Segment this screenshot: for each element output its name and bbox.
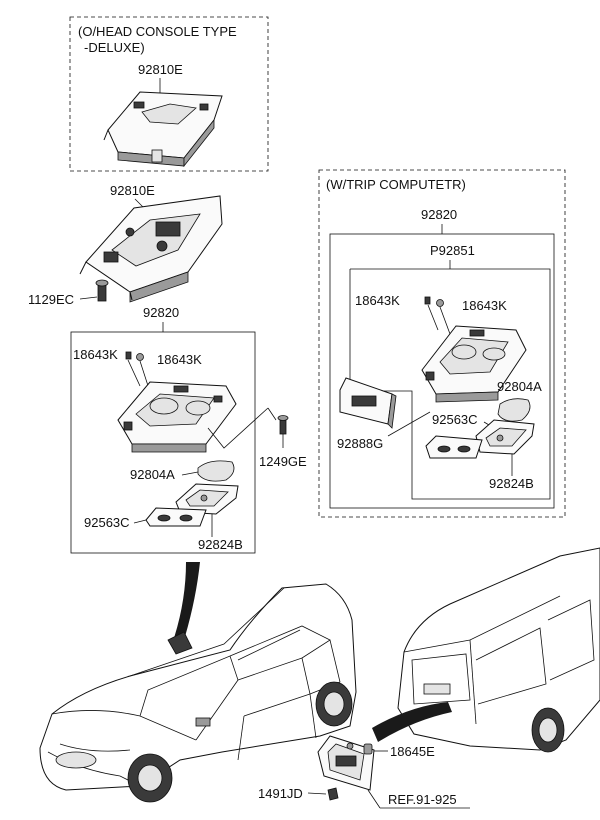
bulb-18643k-std-a	[125, 351, 132, 360]
bulb-18643k-std-b	[136, 353, 144, 361]
label-92804a-trip: 92804A	[497, 379, 542, 394]
label-92824b-trip: 92824B	[489, 476, 534, 491]
trip-lamp-housing	[421, 325, 527, 403]
rear-lamp-section: 18645E 1491JD REF.91-925	[258, 735, 470, 809]
lens-cover-92824b-trip	[475, 419, 535, 455]
bolt-1129ec	[95, 279, 109, 302]
deluxe-dashed-box	[69, 16, 269, 172]
lens-92804a-trip	[497, 398, 531, 422]
bezel-92563c-trip	[425, 435, 483, 459]
bulb-18643k-trip-b	[436, 299, 444, 307]
label-92888g: 92888G	[337, 436, 383, 451]
label-92563c-trip: 92563C	[432, 412, 478, 427]
label-1249ge: 1249GE	[259, 454, 307, 469]
pointer-arrow-to-tailgate	[372, 702, 452, 742]
vehicle-rear-view	[372, 547, 600, 753]
label-18643k-std-b: 18643K	[157, 352, 202, 367]
trip-computer-module-92888g	[339, 377, 397, 429]
label-92810e-standard: 92810E	[110, 183, 155, 198]
label-92804a-std: 92804A	[130, 467, 175, 482]
screw-1249ge	[277, 415, 289, 435]
label-18643k-trip-a: 18643K	[355, 293, 400, 308]
clip-1491jd	[327, 787, 339, 801]
deluxe-title-line2: -DELUXE)	[84, 40, 145, 55]
label-18643k-trip-b: 18643K	[462, 298, 507, 313]
label-ref-91-925: REF.91-925	[388, 792, 457, 807]
rear-lamp-housing	[317, 735, 375, 791]
bezel-92563c-std	[145, 507, 207, 527]
label-92820-trip: 92820	[421, 207, 457, 222]
trip-dashed-box	[318, 169, 566, 518]
label-92563c-std: 92563C	[84, 515, 130, 530]
console-bracket	[79, 195, 223, 303]
pointer-arrow-to-roof	[174, 562, 200, 640]
lens-92804a-std	[197, 460, 235, 482]
deluxe-console-bracket	[103, 91, 223, 168]
label-18643k-std-a: 18643K	[73, 347, 118, 362]
label-1129ec: 1129EC	[28, 292, 74, 307]
label-p92851: P92851	[430, 243, 475, 258]
label-92820-standard: 92820	[143, 305, 179, 320]
lens-cover-92824b-std	[175, 483, 239, 515]
label-18645e: 18645E	[390, 744, 435, 759]
label-1491jd: 1491JD	[258, 786, 303, 801]
bulb-18645e	[363, 743, 373, 755]
deluxe-console-section: (O/HEAD CONSOLE TYPE -DELUXE) 92810E	[69, 16, 269, 172]
standard-console-section: 92820 18643K 18643K 1249GE	[70, 305, 307, 554]
trip-title: (W/TRIP COMPUTETR)	[326, 177, 466, 192]
trip-computer-section: (W/TRIP COMPUTETR) 92820 P92851 18643K 1…	[318, 169, 566, 518]
bulb-18643k-trip-a	[424, 296, 431, 305]
label-92810e-deluxe: 92810E	[138, 62, 183, 77]
vehicle-front-view	[39, 562, 357, 803]
label-92824b-std: 92824B	[198, 537, 243, 552]
deluxe-title-line1: (O/HEAD CONSOLE TYPE	[78, 24, 237, 39]
map-lamp-housing	[117, 381, 237, 453]
trip-console-box	[329, 233, 555, 509]
standard-bracket-section: 92810E 1129EC	[28, 183, 223, 307]
standard-console-box	[70, 331, 256, 554]
